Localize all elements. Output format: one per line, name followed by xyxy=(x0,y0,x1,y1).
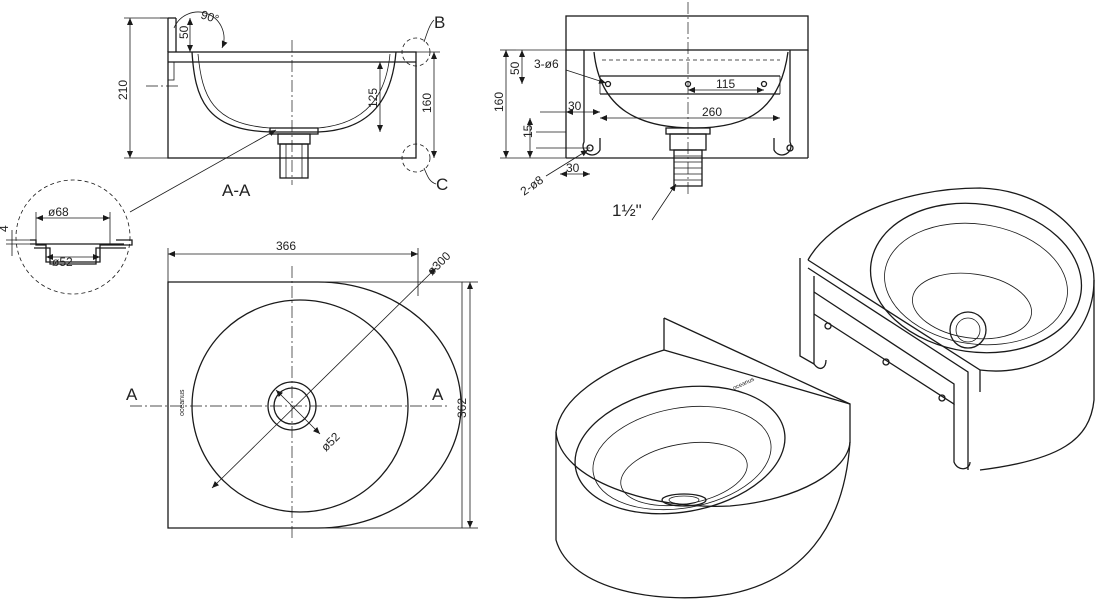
iso-front-logo: oceanus xyxy=(732,377,755,392)
section-dim-height: 210 xyxy=(116,80,130,100)
detail-inner-diameter: ø52 xyxy=(52,255,73,269)
rear-width: 260 xyxy=(702,105,722,119)
plan-view: A A 366 362 ø300 ø52 oceanus xyxy=(126,239,478,540)
plan-bowl-diameter: ø300 xyxy=(424,249,453,278)
iso-sink-rear xyxy=(799,187,1095,471)
rear-holes-bottom: 2-ø8 xyxy=(518,173,547,199)
detail-leader-line xyxy=(129,129,277,213)
plan-depth: 362 xyxy=(455,398,469,418)
rear-bottom-offset: 30 xyxy=(566,161,580,175)
plan-section-marker-right: A xyxy=(432,385,444,404)
plan-drain-diameter: ø52 xyxy=(318,429,343,454)
section-dim-side: 160 xyxy=(420,93,434,113)
rear-backsplash xyxy=(565,15,809,51)
iso-front-bowl-rim xyxy=(574,385,786,515)
section-view-label: A-A xyxy=(222,181,251,200)
detail-view: ø68 ø52 4 xyxy=(0,179,133,295)
plan-brand-logo: oceanus xyxy=(179,389,186,416)
rear-left-offset: 30 xyxy=(568,99,582,113)
rear-dim-top: 50 xyxy=(508,61,522,75)
rear-thread-label: 1½" xyxy=(612,201,642,220)
rear-dim-height: 160 xyxy=(492,92,506,112)
iso-rear-body xyxy=(807,187,1095,471)
rear-dim-bottom: 15 xyxy=(521,124,535,138)
plan-outline xyxy=(167,281,462,529)
rear-holes-top: 3-ø6 xyxy=(534,57,559,71)
section-angle-label: 90° xyxy=(199,8,221,27)
callout-c-label: C xyxy=(436,175,448,194)
plan-width: 366 xyxy=(276,239,296,253)
callout-c-circle xyxy=(401,143,431,173)
detail-thickness: 4 xyxy=(0,225,11,232)
section-dim-top: 50 xyxy=(177,25,191,39)
iso-rear-bowl-rim xyxy=(869,202,1083,354)
plan-section-marker-left: A xyxy=(126,385,138,404)
section-dim-bowl: 125 xyxy=(366,88,380,108)
section-view: 90° 50 210 125 160 B C A-A xyxy=(116,8,448,213)
callout-b-label: B xyxy=(434,13,445,32)
detail-circle xyxy=(15,179,131,295)
detail-outer-diameter: ø68 xyxy=(48,205,69,219)
rear-hole-spacing: 115 xyxy=(716,77,735,91)
callout-b-circle xyxy=(401,37,431,67)
iso-front-body xyxy=(555,349,851,599)
rear-view: 50 3-ø6 115 160 30 260 15 2-ø8 30 1½" xyxy=(492,2,809,221)
section-drain-pipe xyxy=(279,143,309,179)
